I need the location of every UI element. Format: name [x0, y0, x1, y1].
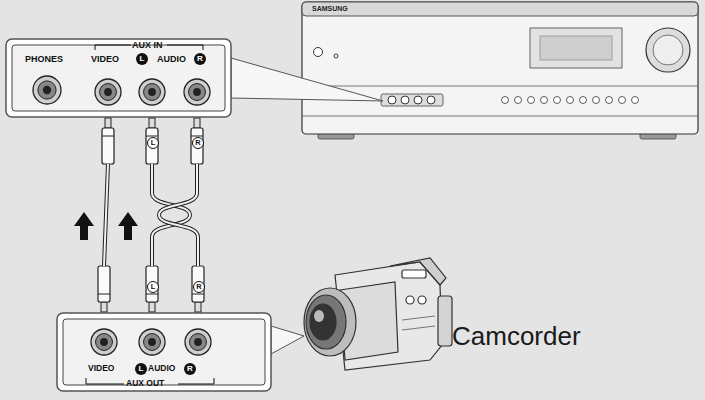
- plug-label: L: [147, 137, 159, 149]
- channel-badge: R: [194, 53, 206, 65]
- device-name: Camcorder: [452, 323, 581, 349]
- panel-outline: [5, 38, 232, 118]
- brand-logo: SAMSUNG: [312, 5, 348, 12]
- jack-label: AUDIO: [148, 364, 175, 373]
- camcorder-illustration: [304, 258, 452, 370]
- direction-arrow: [74, 212, 94, 240]
- callout-wedge: [231, 58, 383, 101]
- channel-badge: L: [135, 363, 147, 375]
- av-cable: [98, 118, 114, 312]
- jack-label: AUX IN: [132, 41, 163, 50]
- jack-label: VIDEO: [91, 55, 119, 64]
- plug-label: R: [192, 137, 204, 149]
- plug-label: L: [147, 281, 159, 293]
- channel-badge: L: [136, 53, 148, 65]
- jack-panel: PHONES AUX IN VIDEO L AUDIO R: [5, 38, 232, 118]
- jack-label: AUX OUT: [126, 379, 164, 388]
- av-cable: [159, 118, 204, 312]
- direction-arrow: [118, 212, 138, 240]
- jack-label: AUDIO: [157, 55, 186, 64]
- av-cable: [146, 118, 190, 312]
- callout-wedge: [271, 326, 304, 354]
- jack-label: VIDEO: [88, 364, 114, 373]
- channel-badge: R: [184, 363, 196, 375]
- av-receiver: [302, 2, 698, 139]
- jack-label: PHONES: [25, 55, 63, 64]
- jack-panel: VIDEO LAUDIO R AUX OUT: [56, 312, 272, 392]
- plug-label: R: [193, 281, 205, 293]
